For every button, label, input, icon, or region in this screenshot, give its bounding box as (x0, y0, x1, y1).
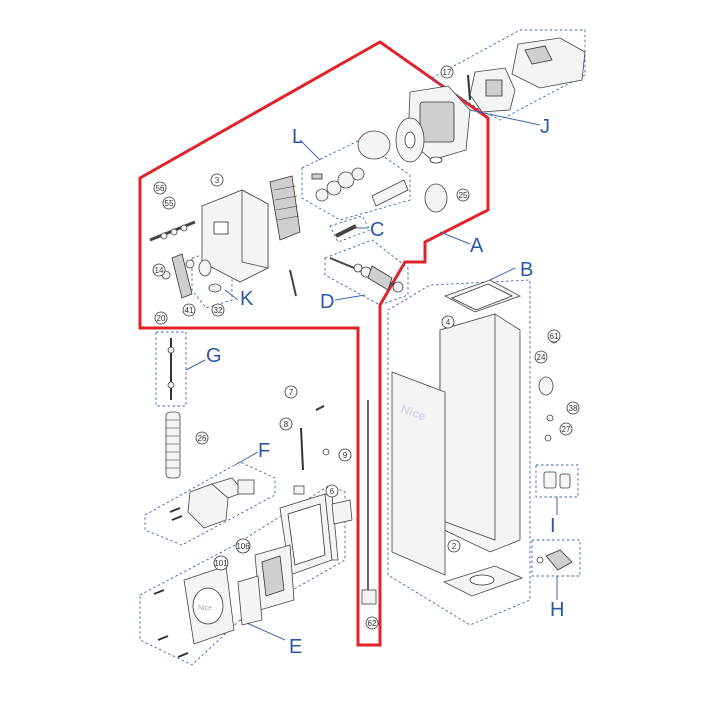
part-number: 62 (368, 619, 377, 628)
group-i-box (535, 464, 579, 498)
group-g-box (155, 331, 187, 407)
callout-101: 101 (213, 555, 229, 571)
control-board-part (237, 544, 295, 626)
spring-attachment-part (167, 338, 175, 400)
group-c-box (329, 215, 371, 243)
group-d-box (324, 239, 409, 306)
part-number: 55 (165, 199, 174, 208)
part-number: 101 (214, 559, 228, 568)
group-label-l: L (292, 126, 303, 148)
part-number: 25 (459, 191, 468, 200)
pin-part (335, 224, 357, 238)
part-number: 41 (185, 306, 194, 315)
part-number: 6 (330, 487, 335, 496)
group-h-parts (536, 549, 573, 571)
part-number: 3 (215, 176, 220, 185)
spring-part (165, 411, 181, 479)
callout-8: 8 (279, 417, 293, 431)
group-label-g: G (206, 345, 222, 367)
main-body-part (201, 175, 301, 283)
part-number: 24 (537, 353, 546, 362)
leader-g (185, 359, 206, 371)
group-label-d: D (320, 291, 334, 313)
group-label-f: F (258, 440, 270, 462)
callout-41: 41 (182, 303, 196, 317)
part-number: 38 (569, 404, 578, 413)
rod-part (361, 400, 377, 605)
leader-f (234, 451, 259, 466)
part-number: 20 (157, 314, 166, 323)
callout-26: 26 (195, 431, 209, 445)
group-label-b: B (520, 259, 533, 281)
part-number: 32 (214, 306, 223, 315)
group-j-box (431, 29, 586, 121)
callout-20: 20 (154, 311, 168, 325)
part-number: 9 (343, 451, 348, 460)
group-label-e: E (289, 636, 302, 658)
callout-106: 106 (235, 538, 251, 554)
group-l-box (301, 139, 411, 221)
leader-j (469, 109, 541, 126)
part-number: 61 (550, 332, 559, 341)
lever-assembly-part (149, 220, 297, 299)
front-cover-part: Nice (153, 565, 235, 658)
callout-7: 7 (284, 385, 298, 399)
group-b-box (387, 279, 531, 626)
callout-9: 9 (338, 448, 352, 462)
group-label-h: H (550, 599, 564, 621)
group-label-c: C (370, 219, 384, 241)
callout-6: 6 (325, 484, 339, 498)
callout-3: 3 (210, 173, 224, 187)
group-label-k: K (240, 288, 254, 310)
part-number: 26 (198, 434, 207, 443)
leader-a (439, 231, 471, 245)
power-supply-part (169, 477, 255, 529)
callout-25: 25 (456, 188, 470, 202)
part-number: 56 (156, 184, 165, 193)
callout-4: 4 (441, 315, 455, 329)
part-number: 2 (452, 542, 457, 551)
callout-17: 17 (440, 65, 454, 79)
callout-14: 14 (152, 263, 166, 277)
group-label-j: J (540, 116, 550, 138)
shaft-bearings-part (311, 167, 409, 207)
callout-32: 32 (211, 303, 225, 317)
gearbox-part (357, 85, 471, 213)
part-number: 8 (284, 420, 289, 429)
callout-24: 24 (534, 350, 548, 364)
small-rod-parts (300, 405, 330, 471)
leader-d (334, 294, 366, 301)
part-number: 106 (236, 542, 250, 551)
control-box-part (279, 485, 353, 576)
part-number: 17 (443, 68, 452, 77)
small-parts-right (538, 336, 558, 442)
group-a-outline (138, 40, 490, 647)
leader-b (489, 267, 516, 281)
worm-shaft-part (329, 257, 404, 293)
part-number: 7 (289, 388, 294, 397)
callout-55: 55 (162, 196, 176, 210)
callout-56: 56 (153, 181, 167, 195)
part-number: 27 (562, 425, 571, 434)
group-label-i: I (550, 515, 556, 537)
callout-38: 38 (566, 401, 580, 415)
group-h-box (531, 539, 581, 577)
cabinet-part (391, 279, 524, 597)
leader-l (299, 139, 321, 161)
callout-62: 62 (365, 616, 379, 630)
part-number: 14 (155, 266, 164, 275)
cover-part (467, 37, 586, 113)
part-number: 4 (446, 318, 451, 327)
callout-2: 2 (447, 539, 461, 553)
svg-text:Nice: Nice (198, 605, 212, 612)
callout-61: 61 (547, 329, 561, 343)
group-label-a: A (470, 235, 484, 257)
callout-27: 27 (559, 422, 573, 436)
leader-k (224, 289, 239, 301)
group-i-parts (543, 471, 571, 489)
